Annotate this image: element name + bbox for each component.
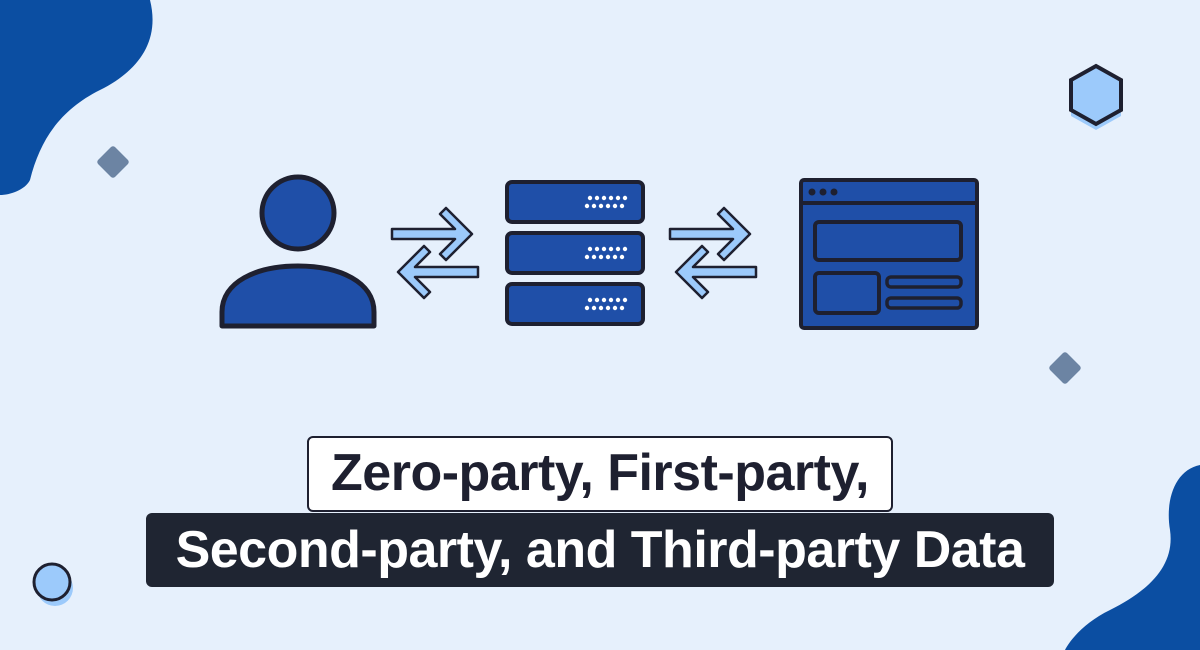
exchange-arrows-icon-right bbox=[668, 206, 758, 300]
hexagon-shape bbox=[1069, 63, 1123, 130]
circle-shape bbox=[32, 562, 73, 606]
diamond-shape-left bbox=[97, 146, 129, 178]
bottom-right-blob-shape bbox=[1065, 465, 1200, 650]
browser-window-icon bbox=[799, 178, 979, 330]
top-left-blob-shape bbox=[0, 0, 153, 195]
user-icon bbox=[219, 174, 377, 329]
server-icon bbox=[505, 180, 645, 326]
diamond-shape-right bbox=[1049, 352, 1081, 384]
exchange-arrows-icon-left bbox=[390, 206, 480, 300]
